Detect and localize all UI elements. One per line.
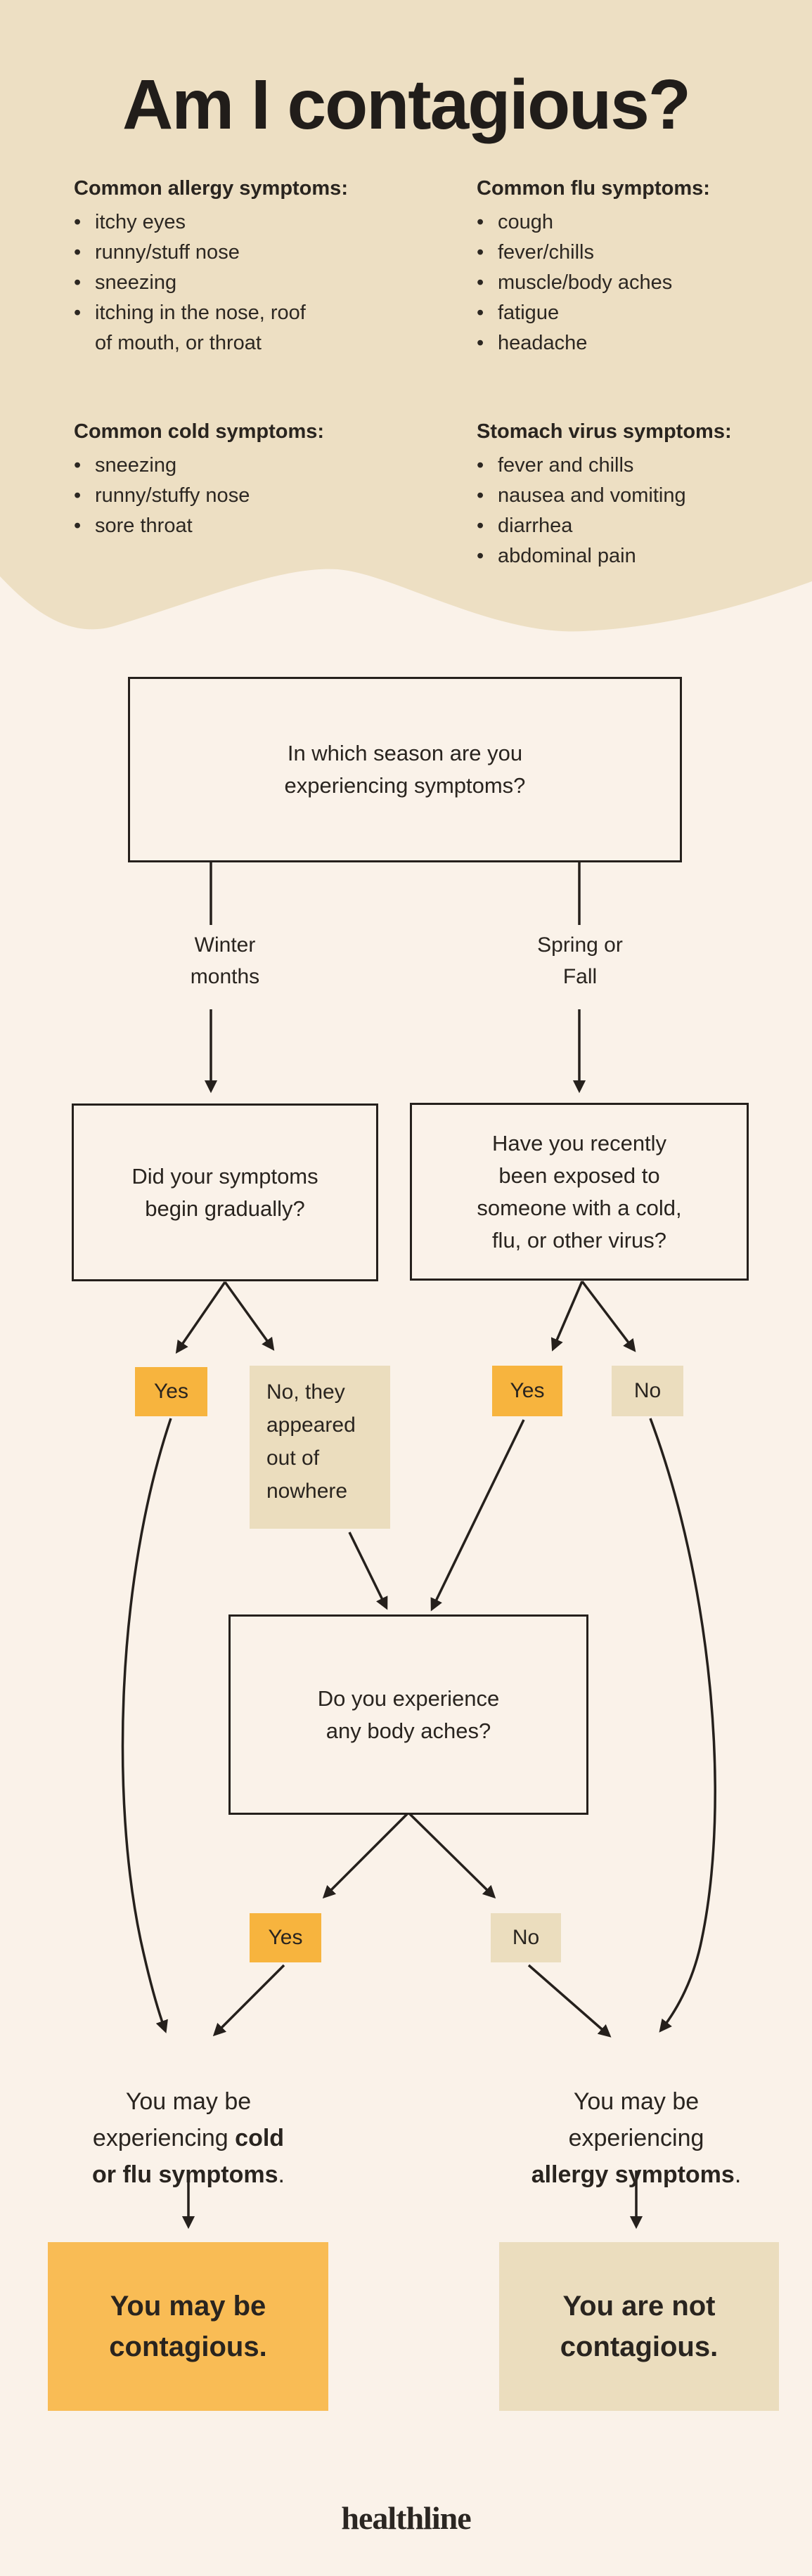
result-cold-flu-bold: cold or flu symptoms <box>92 2125 285 2188</box>
question-box-body-aches: Do you experience any body aches? <box>228 1614 588 1815</box>
symptom-item: •itching in the nose, roof of mouth, or … <box>74 298 404 358</box>
symptom-item: •diarrhea <box>477 511 786 541</box>
bullet-icon: • <box>74 514 82 537</box>
result-text-allergy: You may be experiencing allergy symptoms… <box>510 2047 763 2193</box>
symptom-item: •muscle/body aches <box>477 268 786 298</box>
wave-divider <box>0 562 812 632</box>
bullet-icon: • <box>477 271 484 294</box>
bullet-icon: • <box>74 271 82 294</box>
outcome-box-may-be-contagious: You may be contagious. <box>48 2242 328 2411</box>
bullet-icon: • <box>74 454 82 477</box>
bullet-icon: • <box>477 545 484 567</box>
symptom-item: •nausea and vomiting <box>477 481 786 511</box>
symptom-item: •abdominal pain <box>477 541 786 571</box>
result-allergy-pre: You may be experiencing <box>568 2088 704 2151</box>
bullet-icon: • <box>74 484 82 507</box>
bullet-icon: • <box>74 211 82 233</box>
symptom-item: •fever/chills <box>477 238 786 268</box>
stomach-list-heading: Stomach virus symptoms: <box>477 420 732 443</box>
stomach-virus-symptom-list: Stomach virus symptoms: •fever and chill… <box>477 420 786 571</box>
result-allergy-post: . <box>734 2161 742 2188</box>
symptom-item: •sore throat <box>74 511 404 541</box>
bullet-icon: • <box>74 302 82 324</box>
healthline-logo: healthline <box>341 2500 471 2536</box>
result-allergy-bold: allergy symptoms <box>531 2161 735 2188</box>
result-text-cold-or-flu: You may be experiencing cold or flu symp… <box>62 2047 315 2193</box>
allergy-symptom-list: Common allergy symptoms: •itchy eyes•run… <box>74 177 404 358</box>
symptom-item: •runny/stuff nose <box>74 238 404 268</box>
symptom-item: •fatigue <box>477 298 786 328</box>
cold-symptom-list: Common cold symptoms: •sneezing•runny/st… <box>74 420 404 541</box>
answer-badge-yes-exposure: Yes <box>492 1366 562 1416</box>
cold-list-heading: Common cold symptoms: <box>74 420 325 443</box>
outcome-box-not-contagious: You are not contagious. <box>499 2242 779 2411</box>
bullet-icon: • <box>477 211 484 233</box>
top-band-background <box>0 0 812 562</box>
answer-badge-no-body-aches: No <box>491 1913 561 1962</box>
flu-list-heading: Common flu symptoms: <box>477 177 710 200</box>
symptom-item: •cough <box>477 207 786 238</box>
page-title: Am I contagious? <box>122 65 691 144</box>
symptom-item: •runny/stuffy nose <box>74 481 404 511</box>
bullet-icon: • <box>74 241 82 264</box>
result-cold-flu-post: . <box>278 2161 285 2188</box>
branch-label-winter-months: Winter months <box>190 933 260 988</box>
symptom-item: •fever and chills <box>477 451 786 481</box>
question-box-gradual-symptoms: Did your symptoms begin gradually? <box>72 1103 378 1281</box>
symptom-item: •sneezing <box>74 268 404 298</box>
bullet-icon: • <box>477 241 484 264</box>
flu-symptom-list: Common flu symptoms: •cough•fever/chills… <box>477 177 786 358</box>
allergy-list-heading: Common allergy symptoms: <box>74 177 348 200</box>
question-box-exposure: Have you recently been exposed to someon… <box>410 1103 749 1281</box>
bullet-icon: • <box>477 454 484 477</box>
answer-badge-no-out-of-nowhere: No, they appeared out of nowhere <box>250 1366 390 1529</box>
answer-badge-no-exposure: No <box>612 1366 683 1416</box>
symptom-item: •headache <box>477 328 786 358</box>
bullet-icon: • <box>477 484 484 507</box>
symptom-item: •sneezing <box>74 451 404 481</box>
symptom-item: •itchy eyes <box>74 207 404 238</box>
bullet-icon: • <box>477 514 484 537</box>
question-box-season: In which season are you experiencing sym… <box>128 677 682 862</box>
answer-badge-yes-gradual: Yes <box>135 1367 207 1416</box>
bullet-icon: • <box>477 302 484 324</box>
result-cold-flu-pre: You may be experiencing <box>92 2088 252 2151</box>
answer-badge-yes-body-aches: Yes <box>250 1913 321 1962</box>
branch-label-spring-or-fall: Spring or Fall <box>537 933 623 988</box>
bullet-icon: • <box>477 332 484 354</box>
